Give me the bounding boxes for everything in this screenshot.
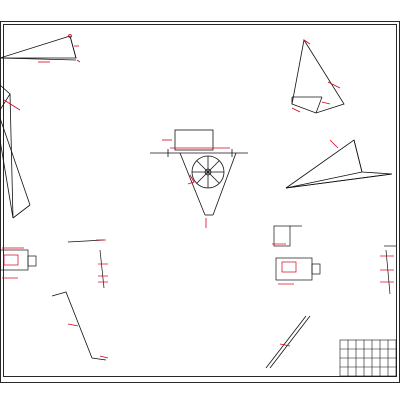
- short-link: [315, 96, 323, 114]
- diagonal-rod-a: [265, 315, 307, 369]
- inner-border: [3, 24, 397, 377]
- bracket-upright: [273, 225, 291, 247]
- triangle-diagonal: [285, 171, 363, 189]
- wedge-edge: [69, 35, 77, 59]
- bracket-base: [275, 257, 313, 281]
- triangle-spine: [353, 139, 363, 173]
- housing-box: [174, 129, 214, 151]
- annotation-mark: [187, 174, 195, 185]
- detail-center-left-rod: [67, 239, 108, 289]
- support-leg-right: [212, 152, 237, 216]
- diagonal-rod-b: [269, 315, 311, 369]
- dimension-tick: [327, 81, 341, 89]
- dimension-tick: [291, 107, 301, 113]
- dimension-tick: [76, 59, 81, 63]
- support-leg-left: [179, 152, 206, 216]
- view-left-crossed-members: [0, 84, 31, 219]
- upper-bracket: [0, 84, 11, 111]
- dimension-tick: [303, 39, 311, 45]
- bracket-slot: [281, 261, 297, 273]
- dimension-tick: [329, 139, 339, 149]
- wedge-outline: [0, 35, 77, 59]
- quad-outline: [291, 38, 345, 114]
- dimension-tick: [279, 343, 291, 347]
- diagonal-member: [0, 139, 14, 219]
- long-member-b: [9, 93, 14, 219]
- view-center-wheel-assembly: [150, 129, 248, 228]
- wedge-baseline: [0, 57, 77, 61]
- rod-shaft: [385, 249, 391, 295]
- triangle-base: [285, 173, 393, 189]
- bracket-slot: [3, 254, 19, 266]
- lower-link: [12, 204, 31, 219]
- bracket-tab: [27, 255, 37, 267]
- view-top-right-quadrilateral: [291, 38, 345, 114]
- detail-bent-rod: [51, 291, 109, 361]
- view-right-triangle: [285, 139, 393, 189]
- detail-far-right-rod: [380, 245, 396, 295]
- pivot-marker: [68, 34, 72, 38]
- detail-right-bracket: [272, 225, 321, 285]
- title-block: [339, 339, 397, 377]
- view-top-left-wedge: [0, 34, 81, 63]
- wheel-spoke: [196, 160, 220, 184]
- detail-diagonal-rod: [265, 315, 311, 369]
- dimension-tick: [67, 323, 79, 327]
- detail-left-bracket: [0, 247, 37, 279]
- bracket-tab: [311, 263, 321, 275]
- dimension-tick: [3, 99, 21, 111]
- long-member-a: [0, 117, 31, 206]
- bent-rod-outline: [51, 291, 107, 361]
- dimension-tick: [321, 101, 331, 105]
- dimension-tick: [99, 355, 109, 359]
